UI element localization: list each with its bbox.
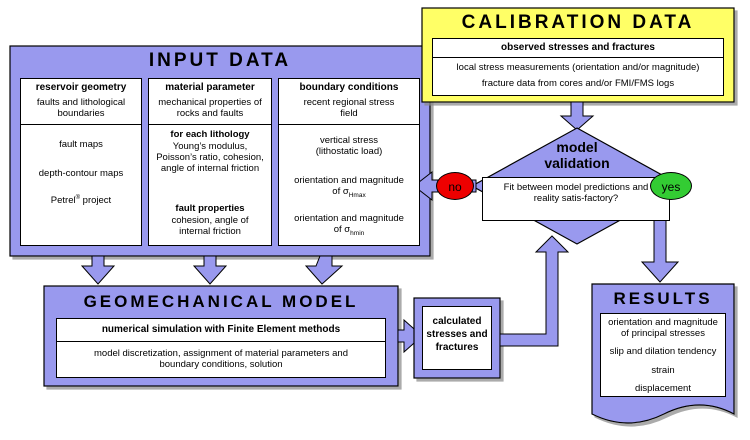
no-oval: no [436, 172, 474, 200]
reservoir-divider [21, 124, 141, 125]
reservoir-item-fault-maps: fault maps [59, 139, 103, 150]
material-parameter-box: material parameter mechanical properties… [148, 78, 272, 246]
calibration-line-1: local stress measurements (orientation a… [456, 62, 700, 73]
geomech-heading: numerical simulation with Finite Element… [57, 324, 385, 342]
vertical-stress-text: vertical stress (lithostatic load) [315, 135, 383, 158]
boundary-heading: boundary conditions [299, 82, 399, 93]
yes-oval: yes [650, 172, 692, 200]
material-sub: mechanical properties of rocks and fault… [158, 97, 262, 120]
input-data-title: INPUT DATA [148, 50, 292, 71]
results-title: RESULTS [613, 289, 713, 308]
validation-question: Fit between model predictions and realit… [503, 182, 649, 205]
lithology-heading: for each lithology [170, 129, 250, 140]
boundary-divider [279, 124, 419, 125]
fault-properties-text: cohesion, angle of internal friction [171, 215, 249, 238]
results-item-slip-dilation: slip and dilation tendency [609, 346, 717, 357]
reservoir-sub: faults and lithological boundaries [36, 97, 126, 120]
results-item-principal-stresses: orientation and magnitude of principal s… [608, 317, 718, 340]
reservoir-item-petrel: Petrel® project [50, 195, 112, 207]
calculated-box: calculated stresses and fractures [422, 306, 492, 370]
arrow-reservoir-to-model [80, 255, 116, 285]
geomech-text: model discretization, assignment of mate… [94, 348, 348, 371]
geomechanical-model-title: GEOMECHANICAL MODEL [83, 292, 359, 311]
validation-question-box: Fit between model predictions and realit… [482, 177, 670, 221]
calibration-box: observed stresses and fractures local st… [432, 38, 724, 96]
calibration-title: CALIBRATION DATA [461, 12, 695, 33]
calibration-heading: observed stresses and fractures [433, 42, 723, 58]
lithology-text: Young’s modulus, Poisson’s ratio, cohesi… [156, 141, 264, 175]
geomech-box: numerical simulation with Finite Element… [56, 318, 386, 378]
arrow-material-to-model [192, 255, 228, 285]
results-item-displacement: displacement [635, 383, 691, 394]
boundary-sub: recent regional stress field [303, 97, 395, 120]
results-box: orientation and magnitude of principal s… [600, 313, 726, 397]
yes-label: yes [661, 180, 681, 194]
validation-title: model validation [544, 139, 610, 171]
arrow-boundary-to-model [304, 255, 344, 285]
no-label: no [448, 180, 462, 194]
arrow-calculated-to-validation [499, 235, 570, 347]
material-heading: material parameter [165, 82, 255, 93]
calculated-text: calculated stresses and fractures [426, 316, 488, 353]
sigma-hmax-text: orientation and magnitude of σHmax [294, 175, 404, 200]
arrow-calibration-to-validation [559, 101, 595, 131]
reservoir-heading: reservoir geometry [35, 82, 127, 93]
results-item-strain: strain [651, 365, 675, 376]
reservoir-item-depth-contour: depth-contour maps [38, 168, 124, 179]
calibration-line-2: fracture data from cores and/or FMI/FMS … [481, 78, 675, 89]
reservoir-geometry-box: reservoir geometry faults and lithologic… [20, 78, 142, 246]
boundary-conditions-box: boundary conditions recent regional stre… [278, 78, 420, 246]
material-divider [149, 124, 271, 125]
fault-properties-heading: fault properties [175, 203, 245, 214]
arrow-model-to-calculated [397, 318, 423, 354]
sigma-hmin-text: orientation and magnitude of σhmin [294, 213, 404, 238]
